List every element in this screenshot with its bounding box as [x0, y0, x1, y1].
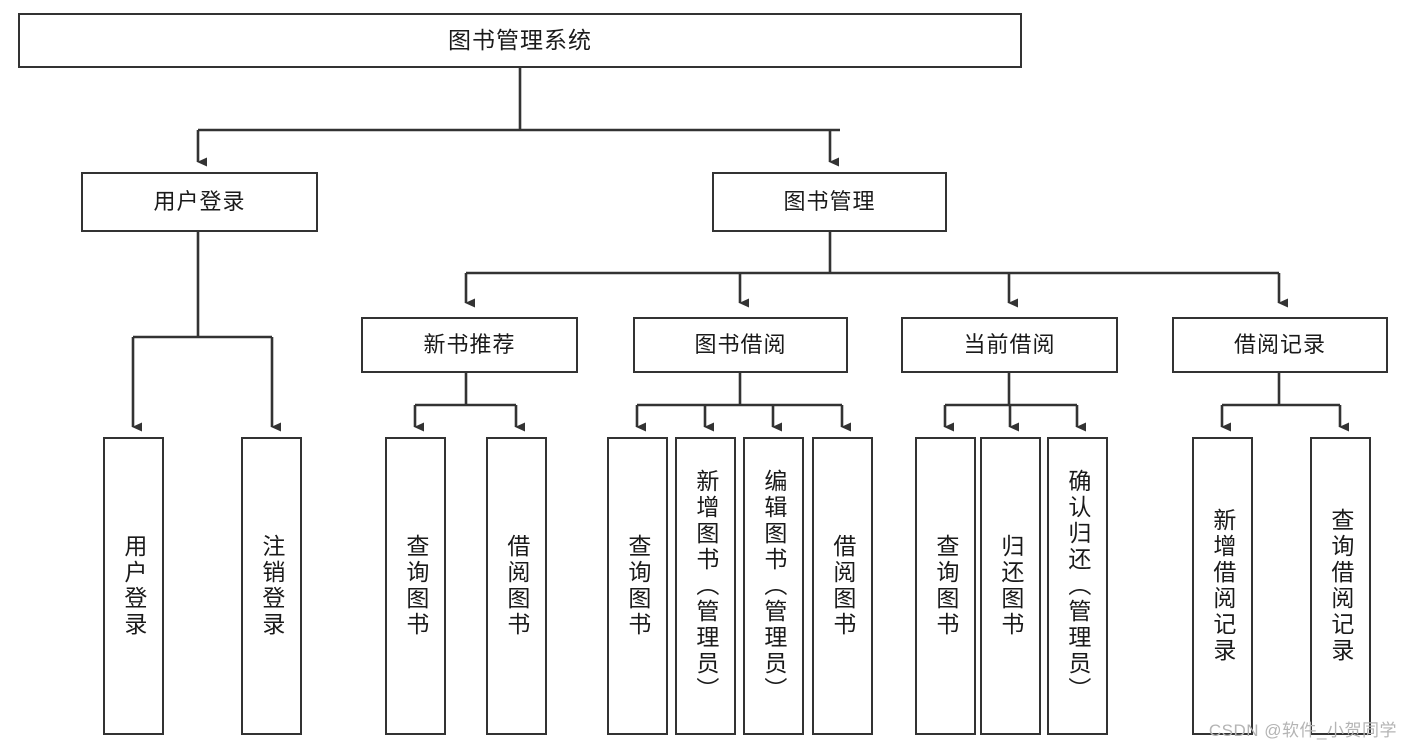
leaf-confirm-return-admin[interactable]: 确认归还（管理员）: [1047, 437, 1108, 735]
node-label: 新增图书（管理员）: [692, 469, 719, 703]
node-label: 当前借阅: [963, 331, 1056, 357]
node-new-book-recommend[interactable]: 新书推荐: [361, 317, 578, 373]
node-label: 查询借阅记录: [1327, 508, 1354, 664]
node-label: 新书推荐: [423, 331, 516, 357]
node-root-system[interactable]: 图书管理系统: [18, 13, 1022, 68]
node-label: 归还图书: [997, 534, 1024, 638]
leaf-logout[interactable]: 注销登录: [241, 437, 302, 735]
leaf-borrow-book-new[interactable]: 借阅图书: [486, 437, 547, 735]
node-label: 注销登录: [258, 534, 285, 638]
leaf-query-book-new[interactable]: 查询图书: [385, 437, 446, 735]
node-label: 编辑图书（管理员）: [760, 469, 787, 703]
node-label: 查询图书: [402, 534, 429, 638]
node-label: 查询图书: [932, 534, 959, 638]
leaf-query-book-borrow[interactable]: 查询图书: [607, 437, 668, 735]
leaf-query-book-current[interactable]: 查询图书: [915, 437, 976, 735]
node-borrow-record[interactable]: 借阅记录: [1172, 317, 1388, 373]
leaf-return-book[interactable]: 归还图书: [980, 437, 1041, 735]
node-label: 借阅图书: [829, 534, 856, 638]
leaf-add-borrow-record[interactable]: 新增借阅记录: [1192, 437, 1253, 735]
node-current-borrow[interactable]: 当前借阅: [901, 317, 1118, 373]
node-label: 确认归还（管理员）: [1064, 469, 1091, 703]
node-label: 用户登录: [120, 534, 147, 638]
node-user-login[interactable]: 用户登录: [81, 172, 318, 232]
leaf-user-login[interactable]: 用户登录: [103, 437, 164, 735]
leaf-add-book-admin[interactable]: 新增图书（管理员）: [675, 437, 736, 735]
node-label: 借阅记录: [1233, 331, 1326, 357]
node-label: 新增借阅记录: [1209, 508, 1236, 664]
csdn-watermark: CSDN @软件_小贺同学: [1208, 721, 1397, 740]
node-label: 图书管理: [783, 188, 876, 214]
leaf-edit-book-admin[interactable]: 编辑图书（管理员）: [743, 437, 804, 735]
node-label: 查询图书: [624, 534, 651, 638]
node-book-manage[interactable]: 图书管理: [712, 172, 947, 232]
node-label: 图书管理系统: [448, 26, 592, 53]
node-label: 借阅图书: [503, 534, 530, 638]
node-label: 用户登录: [153, 188, 246, 214]
node-label: 图书借阅: [694, 331, 787, 357]
node-book-borrow[interactable]: 图书借阅: [633, 317, 848, 373]
leaf-query-borrow-record[interactable]: 查询借阅记录: [1310, 437, 1371, 735]
leaf-borrow-book-borrow[interactable]: 借阅图书: [812, 437, 873, 735]
